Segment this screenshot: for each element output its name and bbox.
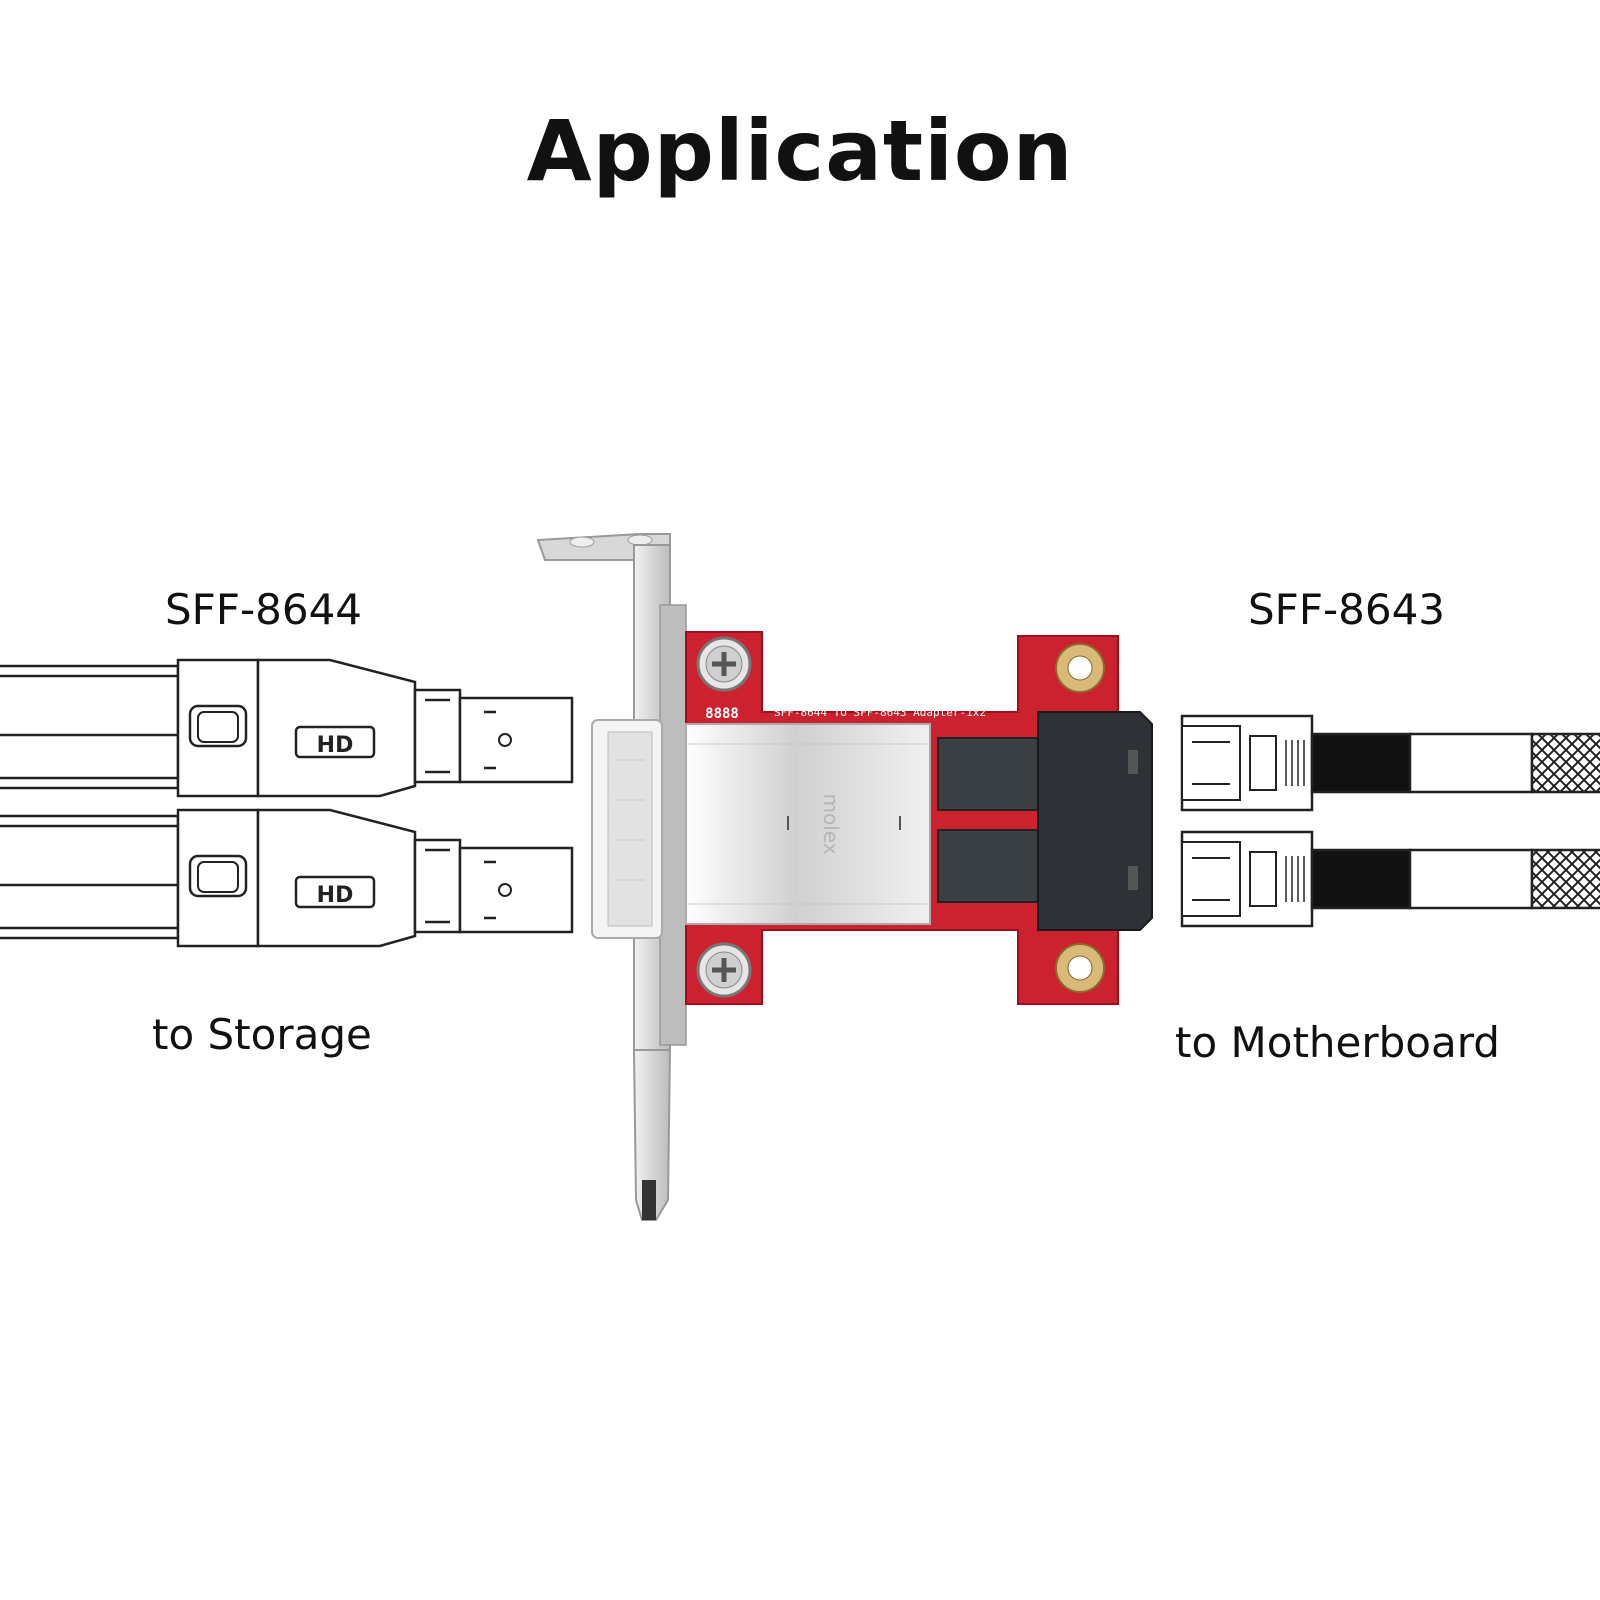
sff-8644-port	[591, 719, 663, 939]
hd-badge-top: HD	[317, 733, 354, 758]
screw-icon	[696, 942, 752, 998]
sff-8643-cable-bottom	[1180, 830, 1600, 928]
page-title: Application	[526, 102, 1074, 200]
shield-mark: molex	[819, 793, 843, 854]
pcb-silkscreen: SFF-8644 TO SFF-8643 Adapter-1x2	[774, 706, 986, 719]
sff-8643-cable-top	[1180, 714, 1600, 812]
mounting-hole-icon	[1055, 643, 1105, 693]
screw-icon	[696, 636, 752, 692]
to-storage-label: to Storage	[152, 1010, 372, 1059]
sff-8643-label: SFF-8643	[1248, 585, 1446, 634]
to-motherboard-label: to Motherboard	[1175, 1018, 1500, 1067]
sff-8644-cable-bottom	[0, 808, 574, 948]
port-cage	[685, 723, 931, 925]
sff-8643-port	[937, 711, 1153, 931]
hd-badge-bottom: HD	[317, 883, 354, 908]
mounting-hole-icon	[1055, 943, 1105, 993]
sff-8644-label: SFF-8644	[165, 585, 363, 634]
pcb-part-mark: 8888	[705, 706, 739, 722]
sff-8644-cable-top	[0, 658, 574, 798]
